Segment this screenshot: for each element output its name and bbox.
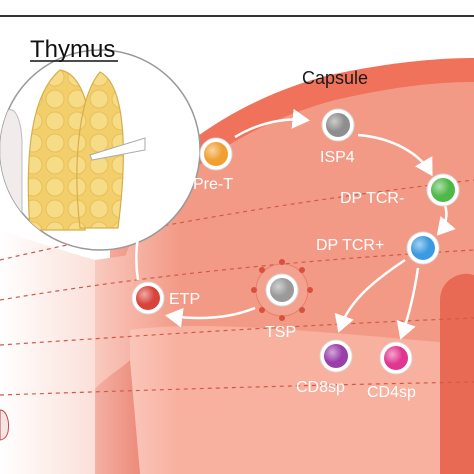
- arrow-dp-neg-dp-pos: [436, 204, 456, 236]
- tsp-dots: [251, 259, 313, 321]
- dp-tcr-neg-label: DP TCR-: [340, 190, 404, 207]
- developmental-arrows: [135, 108, 456, 340]
- isp4-label: ISP4: [320, 149, 355, 166]
- cell-pre-t: [199, 137, 233, 171]
- arrow-etp-pret: [135, 154, 200, 281]
- arrow-dp-pos-cd8: [334, 258, 406, 333]
- section-slice: [89, 137, 146, 161]
- pre-t-label: Pre-T: [193, 176, 233, 193]
- vessel-fragment: [0, 409, 9, 441]
- arrow-pret-isp4: [234, 108, 310, 139]
- cell-cd4sp: [379, 341, 413, 375]
- cell-etp: [131, 281, 165, 315]
- cell-cd8sp: [319, 339, 353, 373]
- medulla-edge: [440, 273, 474, 474]
- cell-dp-tcr-neg: [426, 173, 460, 207]
- cell-isp4: [321, 108, 355, 142]
- cell-dp-tcr-pos: [406, 231, 440, 265]
- dp-tcr-pos-label: DP TCR+: [316, 237, 384, 254]
- thymus-lobe-left: [27, 69, 93, 231]
- tsp-label: TSP: [265, 324, 296, 341]
- arrow-dp-pos-cd4: [396, 267, 420, 340]
- arrow-tsp-etp: [165, 306, 256, 328]
- cd4sp-label: CD4sp: [367, 384, 416, 401]
- thymus-magnifier: Thymus: [0, 36, 201, 251]
- cell-tsp: [265, 273, 299, 307]
- capsule-label: Capsule: [302, 68, 368, 88]
- zone-line-1: [0, 179, 474, 261]
- arrow-isp4-dp-neg: [357, 133, 433, 177]
- cortex-lower: [130, 325, 474, 474]
- thymus-title: Thymus: [30, 36, 115, 63]
- thymus-lobe-right: [76, 71, 124, 229]
- etp-label: ETP: [169, 291, 200, 308]
- cd8sp-label: CD8sp: [296, 379, 345, 396]
